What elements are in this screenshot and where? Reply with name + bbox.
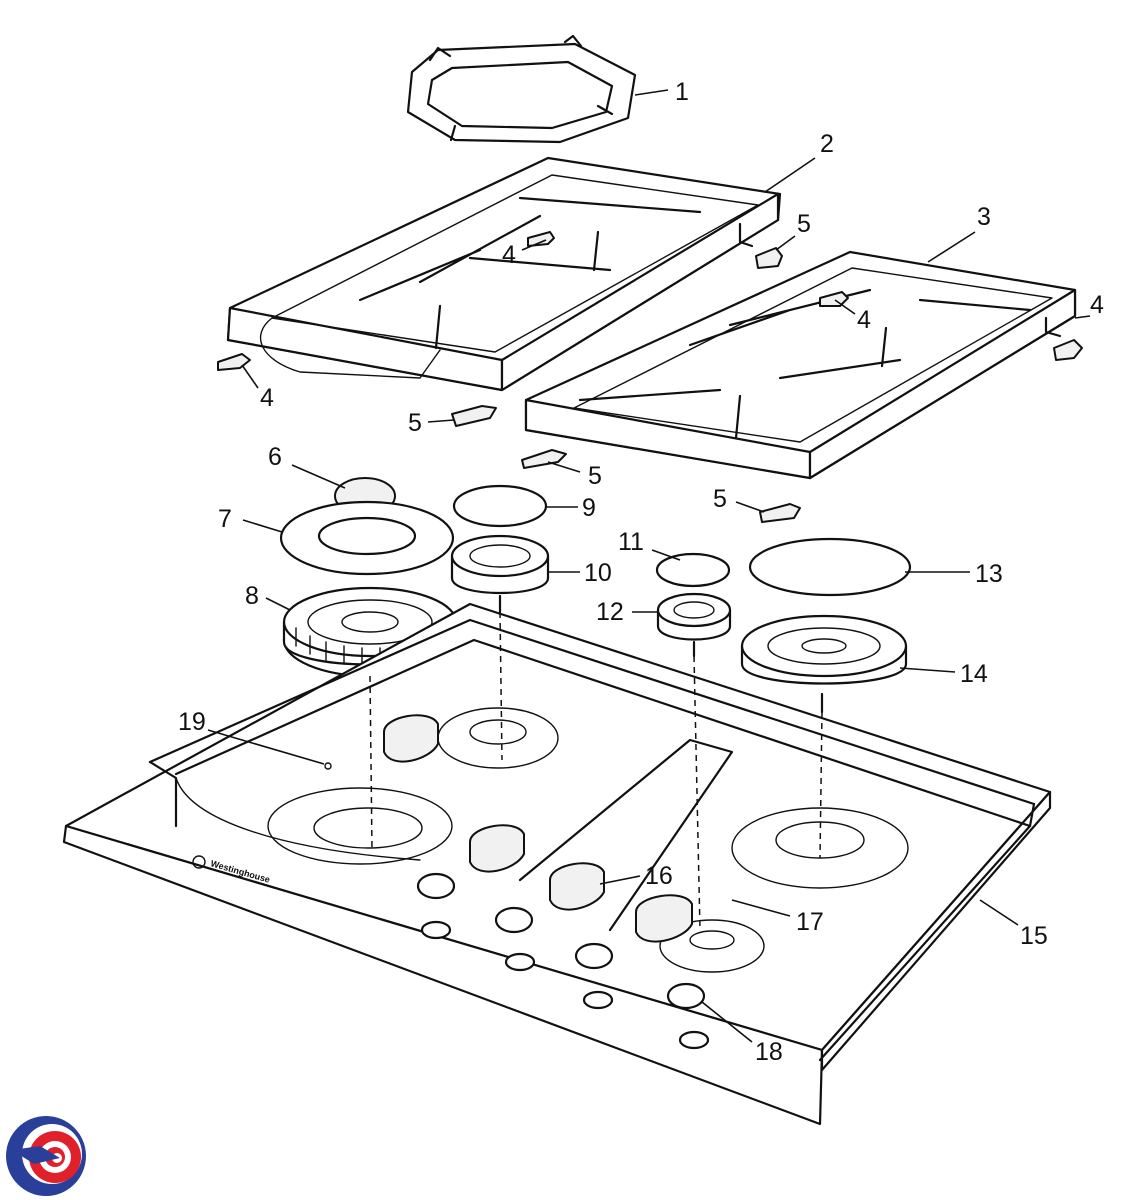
- callout-11: 11: [618, 528, 644, 556]
- callout-5d: 5: [713, 485, 727, 513]
- callout-1: 1: [675, 78, 689, 106]
- callout-15: 15: [1020, 922, 1048, 950]
- cooktop-body: Westinghouse: [62, 602, 1052, 1126]
- callout-2: 2: [820, 130, 834, 158]
- callout-4b: 4: [260, 384, 274, 412]
- callout-6: 6: [268, 443, 282, 471]
- callout-8: 8: [245, 582, 259, 610]
- callout-labels: 1 2 3 4 4 4 4 5 5 5 5 6 7 8 9 10 11 12 1…: [178, 78, 1104, 1066]
- leader-lines: [207, 89, 1091, 1043]
- trivet-feet: [217, 231, 1083, 523]
- callout-7: 7: [218, 505, 232, 533]
- callout-9: 9: [582, 494, 596, 522]
- callout-4d: 4: [1090, 291, 1104, 319]
- callout-10: 10: [584, 559, 612, 587]
- burner-parts: [279, 477, 912, 714]
- trivet-left: [226, 156, 782, 392]
- callout-18: 18: [755, 1038, 783, 1066]
- trivet-right: [524, 250, 1077, 480]
- callout-5a: 5: [797, 210, 811, 238]
- callout-3: 3: [977, 203, 991, 231]
- wok-trivet: [406, 34, 637, 144]
- callout-5b: 5: [408, 409, 422, 437]
- callout-12: 12: [596, 598, 624, 626]
- callout-4a: 4: [502, 241, 516, 269]
- alignment-lines: [369, 611, 823, 931]
- callout-13: 13: [975, 560, 1003, 588]
- callout-19: 19: [178, 708, 206, 736]
- callout-4c: 4: [857, 306, 871, 334]
- company-logo: [6, 1116, 86, 1196]
- callout-16: 16: [645, 862, 673, 890]
- callout-14: 14: [960, 660, 988, 688]
- callout-5c: 5: [588, 462, 602, 490]
- callout-17: 17: [796, 908, 824, 936]
